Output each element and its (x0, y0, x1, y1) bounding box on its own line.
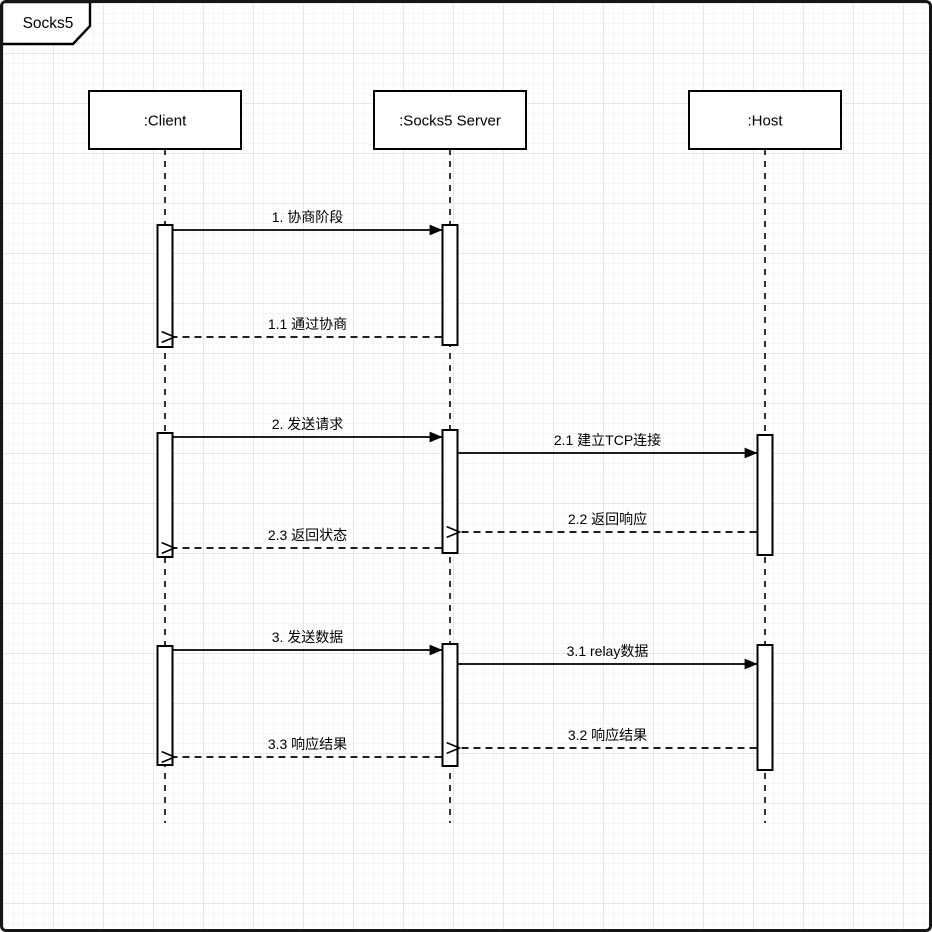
activation-bar-server (441, 643, 459, 767)
actor-label-host: :Host (747, 113, 783, 130)
frame-title-label: Socks5 (22, 15, 74, 32)
activation-bar-host (756, 434, 774, 556)
message-label: 1. 协商阶段 (272, 209, 344, 225)
activation-bar-client (156, 432, 174, 558)
actor-box-host (688, 90, 842, 150)
activation-bar-client (156, 224, 174, 348)
message-label: 2.2 返回响应 (568, 511, 647, 527)
message-label: 3.3 响应结果 (268, 736, 347, 752)
message-label: 3.2 响应结果 (568, 727, 647, 743)
activation-bar-server (441, 224, 459, 346)
actor-box-server (373, 90, 527, 150)
actor-box-client (88, 90, 242, 150)
message-label: 3. 发送数据 (272, 629, 344, 645)
message-label: 2.3 返回状态 (268, 527, 347, 543)
activation-bar-host (756, 644, 774, 771)
message-label: 2. 发送请求 (272, 416, 344, 432)
frame-title-pentagon (3, 3, 92, 46)
message-label: 3.1 relay数据 (567, 643, 649, 659)
actor-label-server: :Socks5 Server (399, 113, 501, 130)
actor-label-client: :Client (144, 113, 187, 130)
message-label: 1.1 通过协商 (268, 316, 347, 332)
activation-bar-server (441, 429, 459, 554)
activation-bar-client (156, 645, 174, 766)
message-label: 2.1 建立TCP连接 (554, 432, 661, 448)
sequence-diagram: :Client :Socks5 Server :Host 1. 协商阶段 1.1 通过协… (3, 3, 842, 823)
